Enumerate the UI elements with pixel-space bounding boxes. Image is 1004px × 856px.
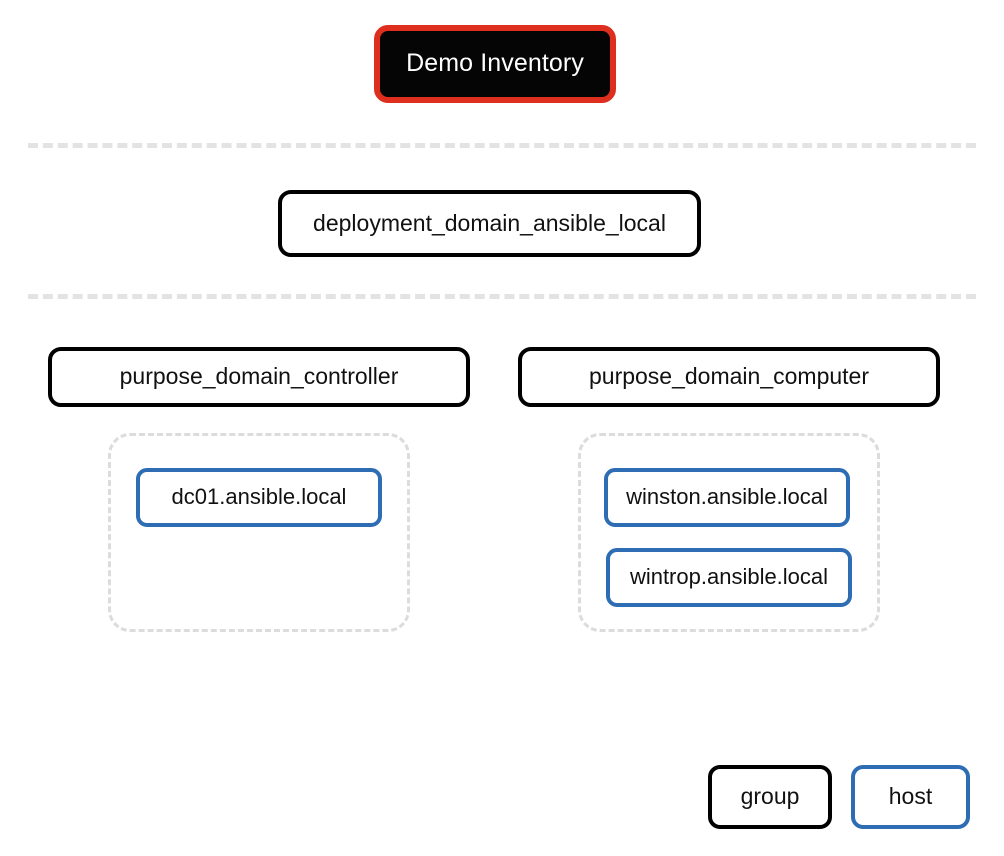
host-node-label: dc01.ansible.local bbox=[171, 484, 347, 510]
rank-separator-1 bbox=[28, 143, 976, 148]
host-cluster-domain-computer bbox=[578, 433, 880, 632]
legend-item-label: group bbox=[740, 783, 800, 810]
legend-item-group: group bbox=[708, 765, 832, 829]
legend-item-host: host bbox=[851, 765, 970, 829]
host-node-label: winston.ansible.local bbox=[626, 484, 828, 510]
group-node-purpose-domain-computer[interactable]: purpose_domain_computer bbox=[518, 347, 940, 407]
inventory-root-label: Demo Inventory bbox=[406, 49, 584, 78]
host-cluster-domain-controller bbox=[108, 433, 410, 632]
host-node-winston[interactable]: winston.ansible.local bbox=[604, 468, 850, 527]
group-node-purpose-domain-controller[interactable]: purpose_domain_controller bbox=[48, 347, 470, 407]
host-node-label: wintrop.ansible.local bbox=[629, 564, 829, 590]
group-node-label: purpose_domain_controller bbox=[119, 363, 399, 390]
group-node-label: purpose_domain_computer bbox=[588, 363, 869, 390]
rank-separator-2 bbox=[28, 294, 976, 299]
legend-item-label: host bbox=[888, 783, 933, 810]
group-node-deployment-domain-ansible-local[interactable]: deployment_domain_ansible_local bbox=[278, 190, 701, 257]
host-node-dc01[interactable]: dc01.ansible.local bbox=[136, 468, 382, 527]
host-node-wintrop[interactable]: wintrop.ansible.local bbox=[606, 548, 852, 607]
inventory-root-node[interactable]: Demo Inventory bbox=[374, 25, 616, 103]
group-node-label: deployment_domain_ansible_local bbox=[313, 209, 666, 236]
